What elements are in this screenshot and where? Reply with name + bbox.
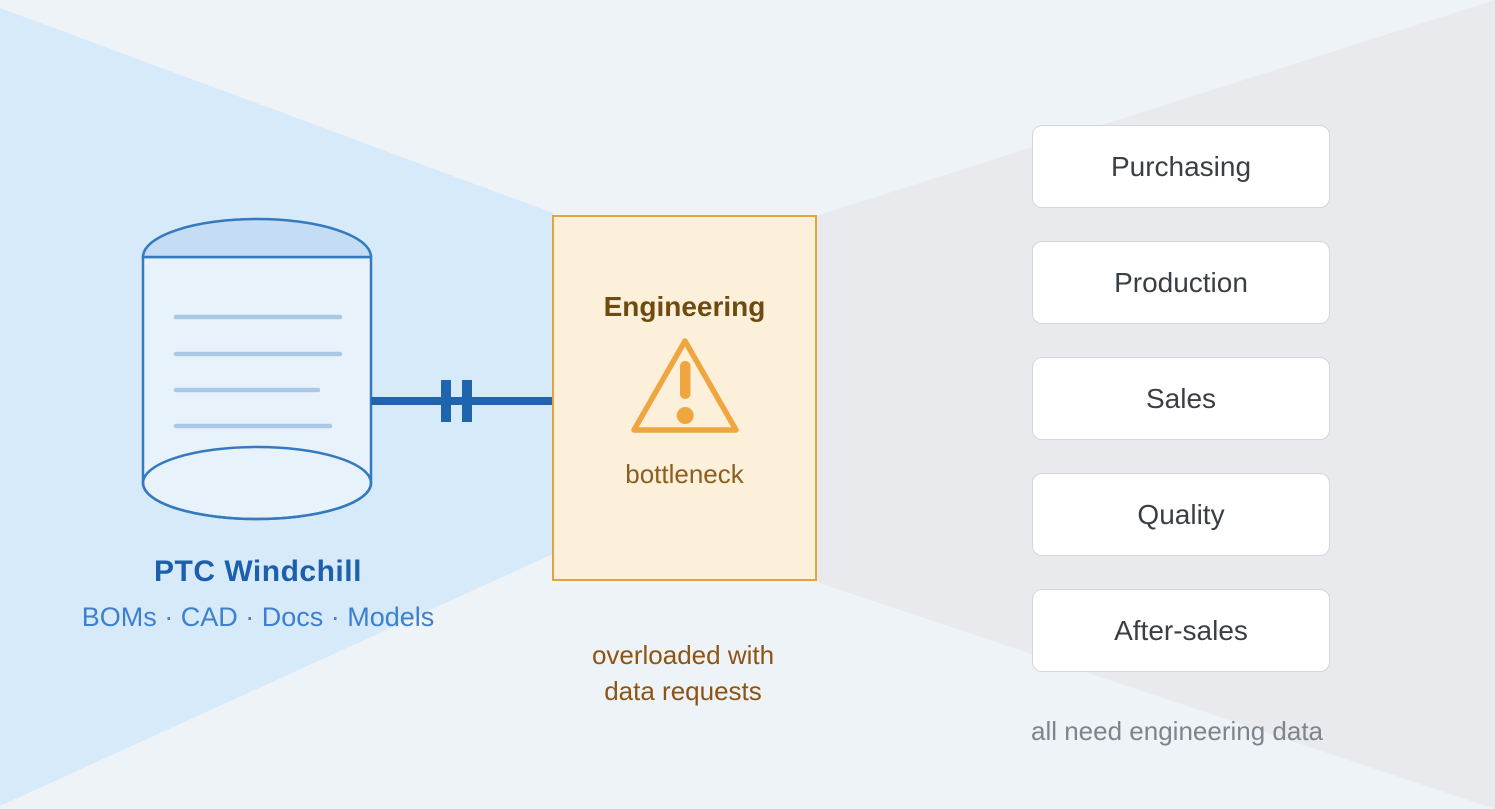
engineering-title: Engineering xyxy=(603,291,766,322)
database-bottom-ellipse xyxy=(141,445,373,521)
warning-icon xyxy=(626,334,744,443)
engineering-box: Engineering bottleneck xyxy=(552,215,817,581)
source-title: PTC Windchill xyxy=(154,555,362,588)
connector-blocked xyxy=(371,380,552,422)
dept-button-sales: Sales xyxy=(1032,357,1330,440)
database-top-cap xyxy=(141,217,373,259)
database-icon xyxy=(141,217,373,521)
blocked-bars-icon xyxy=(441,380,472,422)
departments-column: Purchasing Production Sales Quality Afte… xyxy=(1032,125,1330,672)
departments-footnote: all need engineering data xyxy=(1030,716,1324,746)
source-subtitle: BOMs · CAD · Docs · Models xyxy=(81,602,435,632)
dept-button-quality: Quality xyxy=(1032,473,1330,556)
dept-button-after-sales: After-sales xyxy=(1032,589,1330,672)
dept-button-production: Production xyxy=(1032,241,1330,324)
dept-button-purchasing: Purchasing xyxy=(1032,125,1330,208)
overload-caption: overloaded with data requests xyxy=(591,640,775,706)
database-record-lines xyxy=(173,314,343,429)
bottleneck-label: bottleneck xyxy=(625,459,744,489)
